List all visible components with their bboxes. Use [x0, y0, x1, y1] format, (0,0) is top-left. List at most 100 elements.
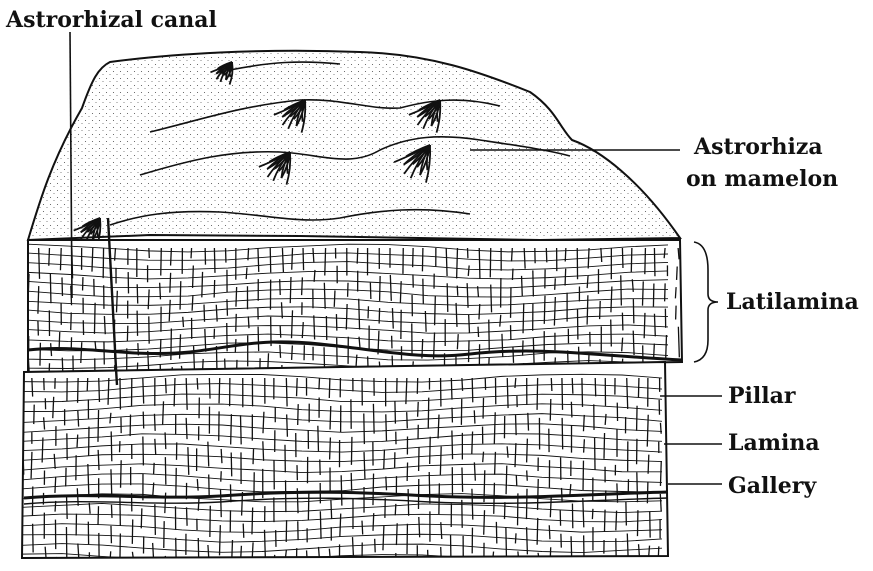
- pillar-line: [340, 514, 341, 537]
- pillar-line: [67, 495, 68, 519]
- pillar-line: [407, 412, 408, 428]
- pillar-line: [435, 296, 436, 325]
- pillar-line: [429, 472, 430, 503]
- pillar-line: [55, 477, 56, 493]
- pillar-line: [104, 316, 105, 334]
- pillar-line: [551, 378, 552, 391]
- pillar-line: [515, 443, 516, 467]
- pillar-line: [425, 311, 426, 332]
- pillar-line: [22, 378, 23, 401]
- pillar-line: [526, 489, 527, 519]
- pillar-line: [193, 266, 194, 288]
- pillar-line: [522, 276, 523, 296]
- label-lamina: Lamina: [728, 430, 820, 456]
- pillar-line: [78, 411, 79, 427]
- pillar-line: [637, 472, 638, 502]
- pillar-line: [370, 283, 371, 299]
- pillar-line: [154, 463, 155, 475]
- pillar-line: [221, 490, 222, 517]
- pillar-line: [395, 401, 396, 424]
- pillar-line: [334, 290, 335, 306]
- lower-block-outline: [22, 362, 668, 558]
- pillar-line: [31, 452, 32, 479]
- pillar-line: [188, 447, 189, 475]
- pillar-line: [236, 314, 237, 332]
- pillar-line: [502, 334, 503, 357]
- pillar-line: [478, 286, 479, 297]
- pillar-line: [469, 315, 470, 333]
- pillar-line: [373, 474, 374, 506]
- pillar-line: [483, 452, 484, 463]
- pillar-line: [111, 469, 112, 497]
- pillar-line: [320, 511, 321, 539]
- pillar-line: [298, 404, 299, 425]
- pillar-line: [143, 378, 144, 404]
- pillar-line: [419, 517, 420, 537]
- pillar-line: [572, 378, 573, 394]
- pillar-line: [160, 283, 161, 300]
- pillar-line: [654, 344, 655, 358]
- pillar-line: [528, 413, 529, 431]
- pillar-line: [468, 265, 469, 275]
- pillar-line: [60, 248, 61, 270]
- pillar-line: [20, 517, 21, 537]
- pillar-line: [604, 510, 605, 532]
- pillar-line: [515, 533, 516, 543]
- pillar-line: [180, 281, 181, 310]
- pillar-line: [456, 303, 457, 327]
- pillar-line: [418, 402, 419, 417]
- lower-block: [20, 362, 668, 562]
- pillar-line: [675, 287, 676, 298]
- pillar-line: [373, 513, 374, 531]
- pillar-line: [516, 415, 517, 435]
- pillar-line: [318, 547, 319, 558]
- pillar-line: [479, 304, 480, 319]
- pillar-line: [98, 450, 99, 470]
- pillar-line: [42, 438, 43, 463]
- pillar-line: [174, 378, 175, 406]
- pillar-line: [252, 542, 253, 558]
- pillar-line: [208, 442, 209, 467]
- pillar-line: [527, 470, 528, 480]
- pillar-line: [246, 268, 247, 280]
- pillar-line: [324, 283, 325, 309]
- pillar-line: [171, 248, 172, 266]
- pillar-line: [428, 398, 429, 429]
- pillar-line: [644, 313, 645, 338]
- pillar-line: [495, 452, 496, 475]
- pillar-line: [111, 505, 112, 518]
- pillar-line: [62, 358, 63, 372]
- pillar-line: [392, 308, 393, 329]
- pillar-line: [325, 248, 326, 276]
- pillar-line: [258, 327, 259, 351]
- pillar-line: [191, 248, 192, 258]
- pillar-line: [165, 432, 166, 449]
- pillar-line: [121, 460, 122, 488]
- pillar-line: [248, 316, 249, 328]
- pillar-line: [258, 248, 259, 272]
- pillar-line: [472, 432, 473, 455]
- pillar-line: [457, 248, 458, 278]
- pillar-line: [666, 335, 667, 358]
- pillar-line: [286, 378, 287, 406]
- pillar-line: [660, 461, 661, 486]
- pillar-line: [99, 378, 100, 402]
- pillar-line: [45, 547, 46, 558]
- pillar-line: [209, 378, 210, 399]
- pillar-line: [582, 378, 583, 407]
- pillar-line: [604, 433, 605, 459]
- pillar-line: [132, 552, 133, 558]
- pillar-line: [236, 287, 237, 307]
- pillar-line: [163, 401, 164, 424]
- pillar-line: [537, 518, 538, 545]
- pillar-line: [330, 406, 331, 429]
- pillar-line: [265, 530, 266, 558]
- pillar-line: [538, 479, 539, 510]
- pillar-line: [198, 499, 199, 511]
- pillar-line: [527, 527, 528, 554]
- pillar-line: [386, 414, 387, 441]
- pillar-line: [664, 248, 665, 258]
- pillar-line: [357, 248, 358, 264]
- pillar-line: [386, 477, 387, 491]
- pillar-line: [319, 378, 320, 390]
